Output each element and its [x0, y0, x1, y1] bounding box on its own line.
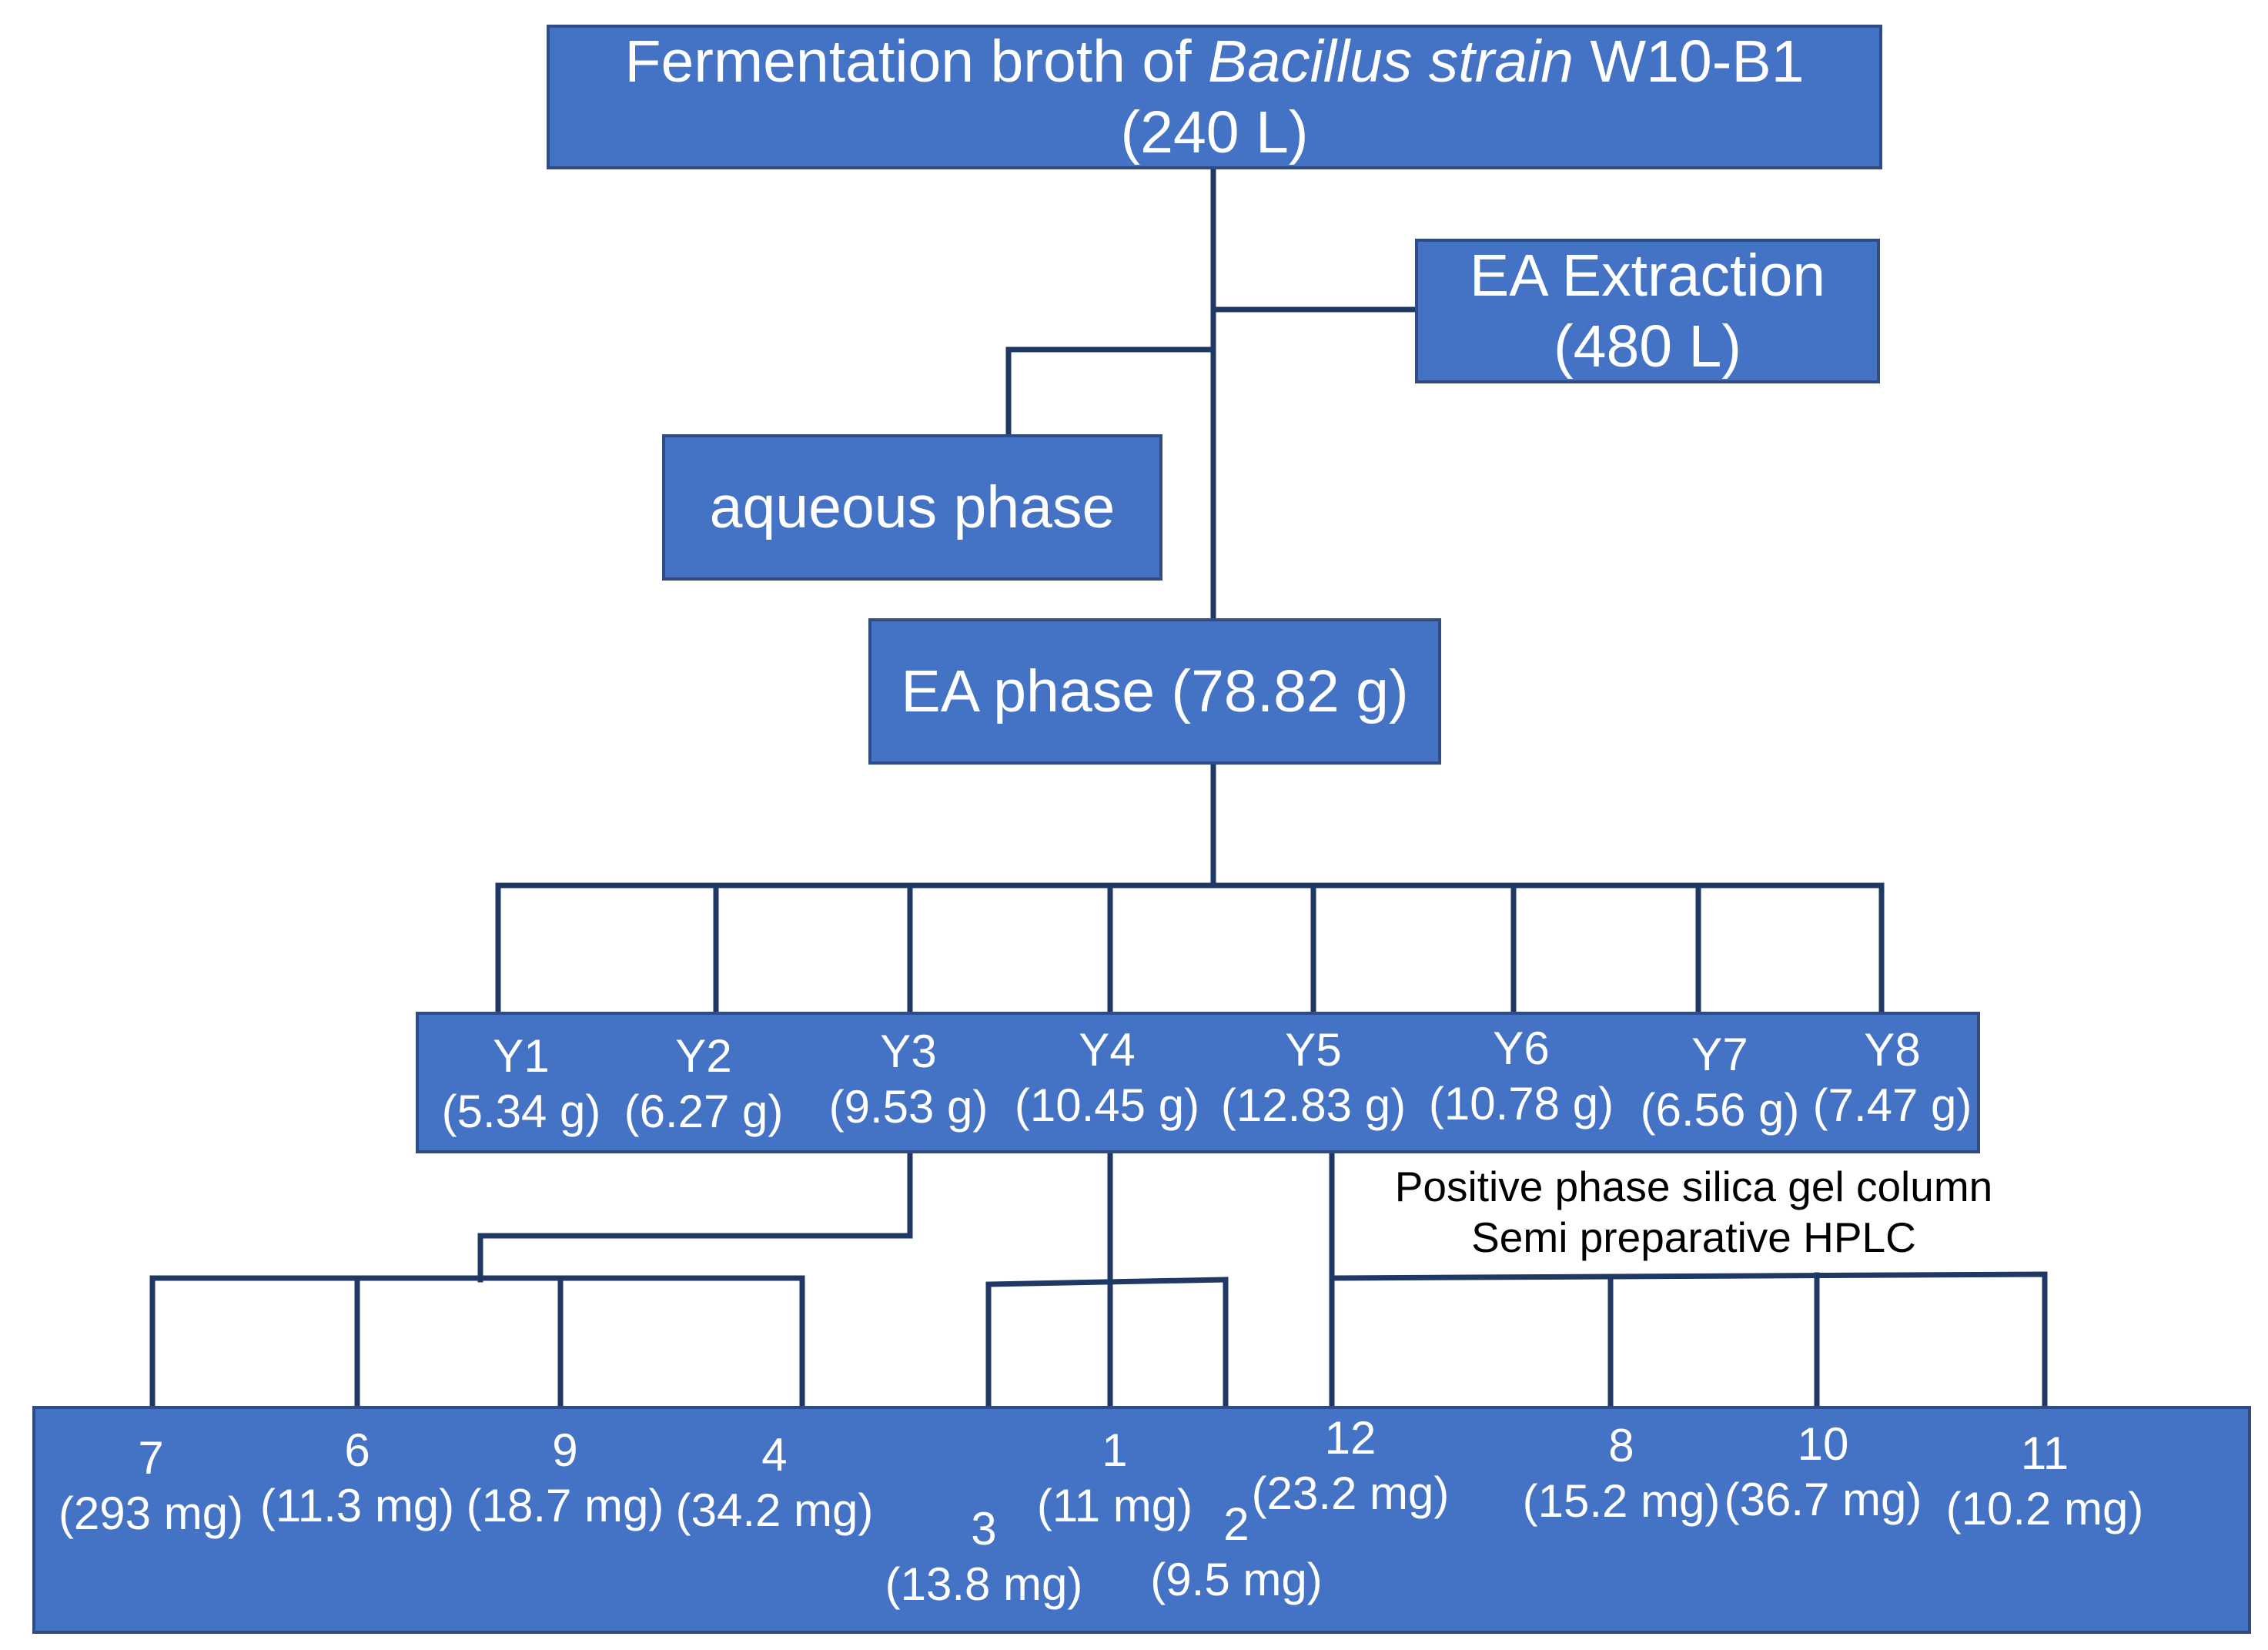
- compound-11: 11 (10.2 mg): [1946, 1426, 2144, 1537]
- aqueous-phase-box: aqueous phase: [662, 434, 1162, 581]
- fraction-y2: Y2 (6.27 g): [624, 1029, 784, 1140]
- fraction-name: Y5: [1285, 1024, 1342, 1076]
- ea-phase-box: EA phase (78.82 g): [868, 618, 1441, 765]
- fraction-name: Y8: [1864, 1024, 1921, 1076]
- compound-id: 3: [971, 1503, 997, 1555]
- compound-3: 3 (13.8 mg): [885, 1501, 1083, 1612]
- fraction-name: Y6: [1493, 1022, 1550, 1074]
- compound-id: 6: [344, 1424, 370, 1476]
- ea-phase-label: EA phase (78.82 g): [901, 658, 1409, 725]
- fraction-mass: (12.83 g): [1220, 1079, 1407, 1131]
- connector-y3-branch: [477, 1149, 913, 1283]
- aqueous-phase-label: aqueous phase: [709, 474, 1116, 541]
- compound-id: 12: [1324, 1412, 1377, 1464]
- compound-id: 2: [1223, 1498, 1249, 1550]
- compound-mass: (13.8 mg): [885, 1558, 1083, 1610]
- fraction-name: Y4: [1079, 1024, 1136, 1076]
- fraction-y6: Y6 (10.78 g): [1429, 1021, 1614, 1132]
- compound-9: 9 (18.7 mg): [467, 1423, 664, 1534]
- method-note: Positive phase silica gel column Semi pr…: [1395, 1161, 1993, 1263]
- fraction-name: Y3: [880, 1026, 937, 1077]
- compound-mass: (23.2 mg): [1251, 1468, 1450, 1519]
- compound-1: 1 (11 mg): [1037, 1423, 1193, 1534]
- source-title: Fermentation broth of Bacillus strain W1…: [624, 28, 1805, 95]
- fraction-mass: (6.56 g): [1640, 1084, 1800, 1136]
- fraction-y4: Y4 (10.45 g): [1015, 1022, 1199, 1133]
- compound-7: 7 (293 mg): [59, 1431, 243, 1541]
- compound-id: 11: [2020, 1427, 2069, 1479]
- compound-8: 8 (15.2 mg): [1523, 1418, 1721, 1529]
- source-box: Fermentation broth of Bacillus strain W1…: [547, 25, 1882, 169]
- fraction-mass: (6.27 g): [624, 1086, 784, 1137]
- compound-id: 9: [552, 1424, 578, 1476]
- fraction-mass: (9.53 g): [828, 1081, 988, 1133]
- fraction-name: Y7: [1691, 1029, 1748, 1080]
- connector-y4-bus: [985, 1277, 1229, 1411]
- extraction-title: EA Extraction: [1469, 242, 1826, 309]
- fraction-mass: (7.47 g): [1812, 1079, 1972, 1131]
- connector-y5-bus: [1329, 1271, 2048, 1411]
- method-note-line1: Positive phase silica gel column: [1394, 1163, 1993, 1210]
- fraction-name: Y1: [493, 1030, 550, 1082]
- connector-aqueous: [1005, 346, 1216, 439]
- fraction-y8: Y8 (7.47 g): [1813, 1022, 1972, 1133]
- compound-mass: (10.2 mg): [1945, 1483, 2144, 1535]
- fraction-mass: (5.34 g): [441, 1086, 601, 1137]
- fraction-mass: (10.45 g): [1014, 1079, 1200, 1131]
- method-note-line2: Semi preparative HPLC: [1471, 1213, 1916, 1261]
- species-name: Bacillus strain: [1208, 28, 1574, 95]
- compound-4: 4 (34.2 mg): [676, 1427, 874, 1538]
- compound-mass: (293 mg): [58, 1488, 244, 1539]
- compound-id: 4: [761, 1429, 788, 1481]
- compound-mass: (36.7 mg): [1724, 1474, 1922, 1525]
- extraction-box: EA Extraction (480 L): [1415, 239, 1880, 383]
- compound-id: 1: [1102, 1424, 1128, 1476]
- compound-10: 10 (36.7 mg): [1724, 1417, 1922, 1528]
- compound-mass: (34.2 mg): [675, 1484, 874, 1536]
- compound-mass: (9.5 mg): [1150, 1554, 1323, 1605]
- compound-id: 7: [138, 1432, 164, 1484]
- compound-mass: (18.7 mg): [466, 1480, 664, 1531]
- fraction-y1: Y1 (5.34 g): [442, 1029, 601, 1140]
- compound-id: 8: [1608, 1420, 1634, 1471]
- compounds-box: [32, 1406, 2251, 1634]
- compound-6: 6 (11.3 mg): [260, 1423, 454, 1534]
- fraction-name: Y2: [675, 1030, 732, 1082]
- source-volume: (240 L): [1120, 99, 1309, 166]
- compound-mass: (15.2 mg): [1522, 1475, 1721, 1527]
- fraction-mass: (10.78 g): [1428, 1078, 1614, 1130]
- fraction-y3: Y3 (9.53 g): [829, 1024, 988, 1135]
- extraction-volume: (480 L): [1554, 313, 1741, 380]
- compound-2: 2 (9.5 mg): [1150, 1497, 1322, 1608]
- compound-mass: (11 mg): [1036, 1480, 1193, 1531]
- fraction-y5: Y5 (12.83 g): [1221, 1022, 1406, 1133]
- fractions-box: [416, 1012, 1980, 1153]
- compound-mass: (11.3 mg): [259, 1480, 455, 1531]
- compound-id: 10: [1797, 1418, 1849, 1470]
- fraction-y7: Y7 (6.56 g): [1641, 1027, 1800, 1138]
- compound-12: 12 (23.2 mg): [1252, 1411, 1450, 1521]
